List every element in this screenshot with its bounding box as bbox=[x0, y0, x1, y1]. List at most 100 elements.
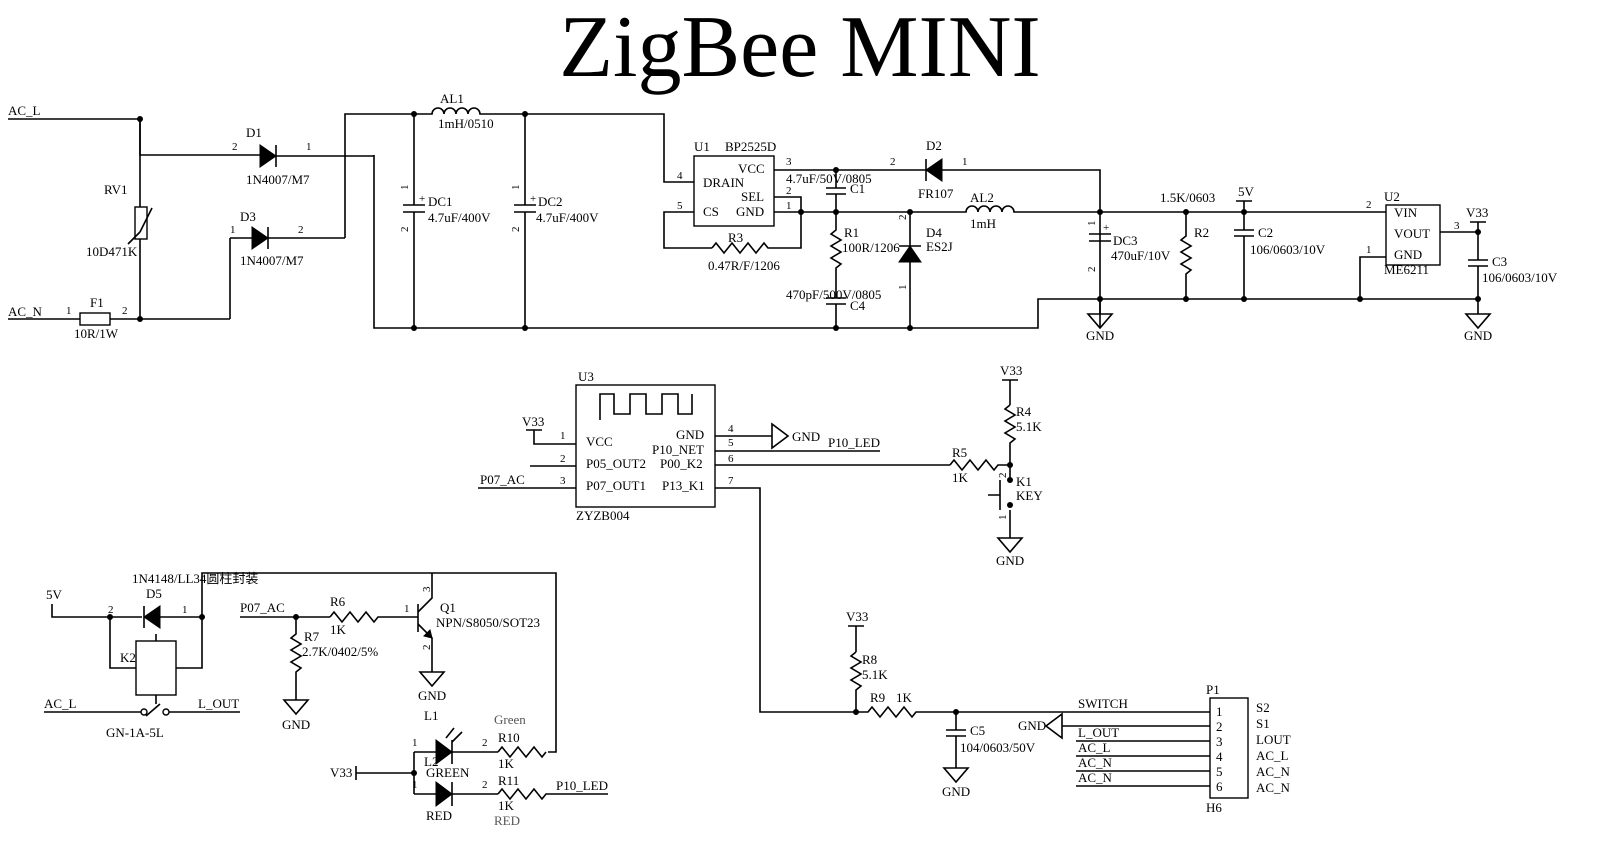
net-ac-n-p1-5: AC_N bbox=[1078, 755, 1113, 770]
dc2-value: 4.7uF/400V bbox=[536, 210, 599, 225]
u3-num-6: 6 bbox=[728, 453, 734, 465]
al2-value: 1mH bbox=[970, 216, 996, 231]
d5-value: 1N4148/LL34圆柱封装 bbox=[132, 571, 258, 586]
u3-num-4: 4 bbox=[728, 423, 734, 435]
r7-ref: R7 bbox=[304, 629, 320, 644]
f1-pin1: 1 bbox=[66, 305, 72, 317]
dc2-ref: DC2 bbox=[538, 194, 563, 209]
diode-d2: D2 2 1 FR107 bbox=[890, 138, 1101, 328]
f1-ref: F1 bbox=[90, 295, 104, 310]
r3-ref: R3 bbox=[728, 230, 743, 245]
schematic-title: ZigBee MINI bbox=[559, 0, 1040, 96]
capacitor-dc3: + 1 2 DC3 470uF/10V bbox=[1086, 221, 1171, 273]
dc1-ref: DC1 bbox=[428, 194, 453, 209]
net-v33-top: V33 bbox=[1466, 205, 1488, 220]
gnd-label: GND bbox=[1018, 718, 1046, 733]
gnd-symbol: GND bbox=[996, 537, 1024, 568]
dc3-pin1: 1 bbox=[1086, 221, 1098, 227]
resistor-r11 bbox=[497, 787, 608, 801]
f1-pin2: 2 bbox=[122, 305, 128, 317]
capacitor-c3: C3 106/0603/10V bbox=[1468, 232, 1558, 302]
k1-pin2: 2 bbox=[997, 473, 1009, 479]
u3-pin-p07: P07_OUT1 bbox=[586, 478, 646, 493]
diode-d4: D4 ES2J 2 1 bbox=[836, 209, 953, 331]
connector-p1: P1 H6 1 2 3 4 5 6 S2 S1 LOUT AC_L AC_N A… bbox=[1206, 682, 1291, 815]
c4-ref: C4 bbox=[850, 298, 866, 313]
rv1-value: 10D471K bbox=[86, 244, 138, 259]
capacitor-c5: C5 104/0603/50V bbox=[946, 712, 1036, 768]
p1-pin-ac-n: AC_N bbox=[1256, 764, 1291, 779]
inductor-al2: AL2 1mH bbox=[940, 190, 1386, 231]
r1-value: 100R/1206 bbox=[842, 240, 900, 255]
al1-value: 1mH/0510 bbox=[438, 116, 494, 131]
power-section: AC_L D1 2 1 1N4007/M7 RV1 10D471K bbox=[8, 91, 1558, 343]
c3-ref: C3 bbox=[1492, 254, 1507, 269]
gnd-label: GND bbox=[942, 784, 970, 799]
u3-value: ZYZB004 bbox=[576, 508, 630, 523]
r6-value: 1K bbox=[330, 622, 347, 637]
u2-num-1: 1 bbox=[1366, 244, 1372, 256]
q1-value: NPN/S8050/SOT23 bbox=[436, 615, 540, 630]
resistor-r1 bbox=[829, 212, 843, 298]
u2-num-2: 2 bbox=[1366, 199, 1372, 211]
q1-ref: Q1 bbox=[440, 600, 456, 615]
net-p10-led-r11: P10_LED bbox=[556, 778, 608, 793]
r11-ref: R11 bbox=[498, 773, 519, 788]
rv1-ref: RV1 bbox=[104, 182, 128, 197]
u3-pin-p05: P05_OUT2 bbox=[586, 456, 646, 471]
net-ac-l-relay: AC_L bbox=[44, 696, 77, 711]
u1-pin-drain: DRAIN bbox=[703, 175, 745, 190]
q1-pin3: 3 bbox=[421, 586, 433, 592]
svg-text:2: 2 bbox=[482, 779, 488, 791]
u3-pin-vcc: VCC bbox=[586, 434, 613, 449]
resistor-r5 bbox=[949, 458, 1010, 472]
svg-text:2: 2 bbox=[482, 737, 488, 749]
net-v33-led: V33 bbox=[330, 765, 352, 780]
d3-ref: D3 bbox=[240, 209, 256, 224]
u2-pin-vin: VIN bbox=[1394, 205, 1418, 220]
ic-u2: U2 VIN VOUT GND 2 3 1 ME6211 bbox=[1366, 189, 1460, 277]
r4-value: 5.1K bbox=[1016, 419, 1042, 434]
c3-value: 106/0603/10V bbox=[1482, 270, 1558, 285]
k1-value: KEY bbox=[1016, 488, 1043, 503]
d2-pin1: 1 bbox=[962, 156, 968, 168]
u3-pin-p00: P00_K2 bbox=[660, 456, 703, 471]
u1-pin-cs: CS bbox=[703, 204, 719, 219]
c1-ref: C1 bbox=[850, 181, 865, 196]
d5-pin1: 1 bbox=[182, 604, 188, 616]
diode-d3: D3 1 2 1N4007/M7 bbox=[230, 209, 345, 268]
p1-value: H6 bbox=[1206, 800, 1222, 815]
gnd-symbol: GND bbox=[282, 699, 310, 732]
r5-value: 1K bbox=[952, 470, 969, 485]
u1-pin-gnd: GND bbox=[736, 204, 764, 219]
u2-ref: U2 bbox=[1384, 189, 1400, 204]
r7-value: 2.7K/0402/5% bbox=[302, 644, 378, 659]
u1-pin-sel: SEL bbox=[741, 189, 764, 204]
net-ac-n-p1-6: AC_N bbox=[1078, 770, 1113, 785]
resistor-r2 bbox=[1179, 212, 1193, 299]
u1-num-5: 5 bbox=[677, 200, 683, 212]
l2-ref: L2 bbox=[424, 754, 438, 769]
f1-value: 10R/1W bbox=[74, 326, 119, 341]
net-v33-u3: V33 bbox=[522, 414, 544, 429]
d5-ref: D5 bbox=[146, 586, 162, 601]
q1-pin2: 2 bbox=[421, 645, 433, 651]
net-5v-relay: 5V bbox=[46, 587, 63, 602]
p1-pin-ac-l: AC_L bbox=[1256, 748, 1289, 763]
d4-pin2: 2 bbox=[897, 215, 909, 221]
svg-text:+: + bbox=[530, 193, 536, 205]
q1-pin1: 1 bbox=[404, 603, 410, 615]
p1-num-4: 4 bbox=[1216, 749, 1223, 764]
dc2-pin1: 1 bbox=[510, 185, 522, 191]
ic-u1: U1 BP2525D VCC DRAIN SEL CS GND 3 4 2 5 … bbox=[677, 139, 792, 227]
p1-num-3: 3 bbox=[1216, 734, 1223, 749]
relay-k2: K2 GN-1A-5L bbox=[44, 634, 240, 740]
c2-value: 106/0603/10V bbox=[1250, 242, 1326, 257]
transistor-q1: Q1 NPN/S8050/SOT23 1 3 2 bbox=[404, 573, 540, 672]
net-v33-r4: V33 bbox=[1000, 363, 1022, 378]
r1-ref: R1 bbox=[844, 225, 859, 240]
led-red-label: RED bbox=[494, 813, 520, 828]
resistor-r3 bbox=[711, 212, 802, 255]
svg-text:+: + bbox=[419, 193, 425, 205]
